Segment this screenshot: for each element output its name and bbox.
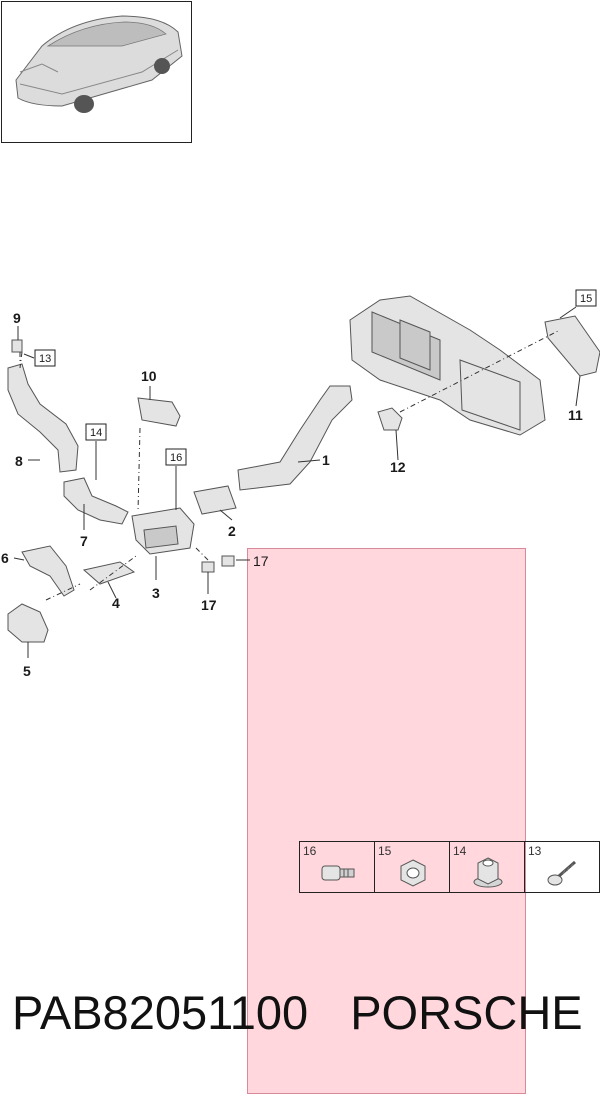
callout-17-right: 17 — [253, 553, 269, 569]
callout-8: 8 — [15, 453, 23, 469]
part-8-duct — [7, 363, 79, 473]
callout-6: 6 — [1, 550, 9, 566]
legend-number: 15 — [378, 844, 392, 858]
svg-text:16: 16 — [170, 452, 182, 464]
callout-12: 12 — [390, 459, 406, 475]
part-2 — [193, 485, 237, 515]
boxed-callout-13: 13 — [34, 349, 56, 367]
footer-caption: PAB82051100 PORSCHE — [12, 985, 592, 1040]
callout-2: 2 — [228, 523, 236, 539]
part-10 — [137, 397, 181, 427]
part-12 — [377, 407, 403, 431]
callout-10: 10 — [141, 368, 157, 384]
part-7 — [63, 477, 129, 525]
callout-9: 9 — [13, 310, 21, 326]
part-3 — [131, 507, 195, 555]
vehicle-thumbnail — [1, 1, 192, 143]
callout-5: 5 — [23, 663, 31, 679]
callout-7: 7 — [80, 533, 88, 549]
brand-name: PORSCHE — [350, 986, 583, 1039]
part-17-clips — [201, 555, 235, 573]
boxed-callout-14: 14 — [85, 423, 107, 441]
exploded-parts-diagram: 1 2 3 4 5 6 7 8 9 10 11 12 17 17 13 14 1… — [1, 289, 600, 679]
legend-number: 16 — [303, 844, 317, 858]
boxed-callout-16: 16 — [165, 448, 187, 466]
bolt-icon — [321, 865, 355, 881]
svg-text:13: 13 — [39, 353, 51, 365]
part-5 — [7, 603, 49, 643]
boxed-callout-15: 15 — [575, 289, 597, 307]
legend-cell-16: 16 — [300, 842, 375, 892]
part-11 — [544, 315, 600, 377]
legend-cell-14: 14 — [450, 842, 525, 892]
hex-nut-icon — [400, 859, 426, 887]
svg-text:14: 14 — [90, 427, 102, 439]
svg-text:15: 15 — [580, 293, 592, 305]
part-9 — [11, 339, 23, 353]
fastener-legend: 16 15 14 13 — [299, 841, 600, 893]
car-illustration — [15, 15, 183, 113]
legend-number: 13 — [528, 844, 542, 858]
screw-icon — [547, 860, 576, 886]
legend-cell-13: 13 — [525, 842, 599, 892]
legend-cell-15: 15 — [375, 842, 450, 892]
part-4 — [82, 561, 136, 585]
hvac-unit — [349, 295, 546, 436]
callout-17-bottom: 17 — [201, 597, 217, 613]
callout-3: 3 — [152, 585, 160, 601]
legend-number: 14 — [453, 844, 467, 858]
part-number: PAB82051100 — [12, 986, 309, 1039]
part-6 — [21, 545, 75, 597]
flange-nut-icon — [473, 857, 503, 888]
callout-11: 11 — [568, 407, 583, 423]
callout-1: 1 — [322, 452, 330, 468]
part-1-duct — [237, 385, 353, 491]
highlight-region — [247, 548, 526, 1094]
callout-4: 4 — [112, 595, 120, 611]
